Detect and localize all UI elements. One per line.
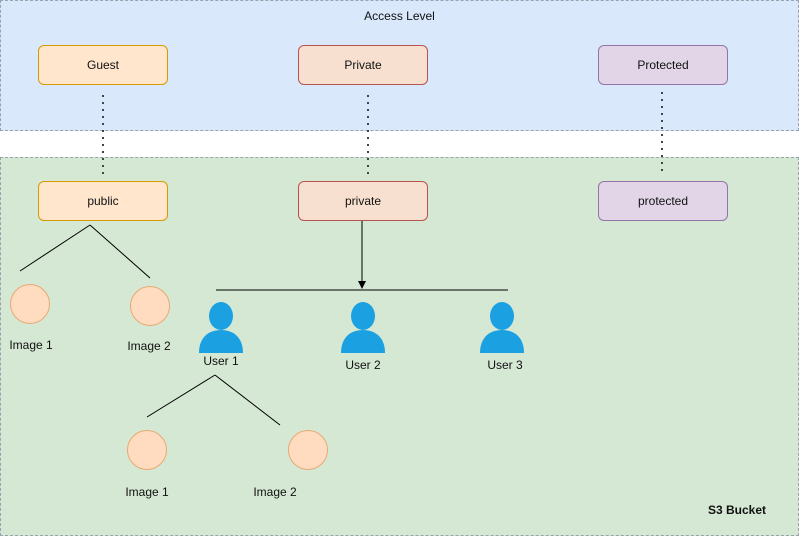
public-image-1-icon bbox=[10, 284, 50, 324]
folder-public-box: public bbox=[38, 181, 168, 221]
access-level-title: Access Level bbox=[364, 9, 435, 23]
user1-image-1-label: Image 1 bbox=[125, 485, 169, 499]
public-image-2-icon bbox=[130, 286, 170, 326]
user1-image-1-icon bbox=[127, 430, 167, 470]
access-protected-box: Protected bbox=[598, 45, 728, 85]
user-2-icon bbox=[341, 302, 385, 353]
public-branch-right bbox=[89, 224, 151, 279]
user-3-label: User 3 bbox=[487, 358, 523, 372]
user1-image-2-icon bbox=[288, 430, 328, 470]
folder-private-box: private bbox=[298, 181, 428, 221]
access-private-box: Private bbox=[298, 45, 428, 85]
user1-branch-right bbox=[214, 374, 281, 426]
user1-image-2-label: Image 2 bbox=[253, 485, 297, 499]
public-branch-left bbox=[19, 224, 91, 272]
public-image-1-label: Image 1 bbox=[9, 338, 53, 352]
user-1-label: User 1 bbox=[203, 354, 239, 368]
user1-branch-left bbox=[146, 374, 216, 418]
s3-bucket-title: S3 Bucket bbox=[707, 503, 766, 517]
user-1-icon bbox=[199, 302, 243, 353]
public-image-2-label: Image 2 bbox=[127, 339, 171, 353]
folder-protected-box: protected bbox=[598, 181, 728, 221]
user-2-label: User 2 bbox=[345, 358, 381, 372]
user-3-icon bbox=[480, 302, 524, 353]
access-guest-box: Guest bbox=[38, 45, 168, 85]
